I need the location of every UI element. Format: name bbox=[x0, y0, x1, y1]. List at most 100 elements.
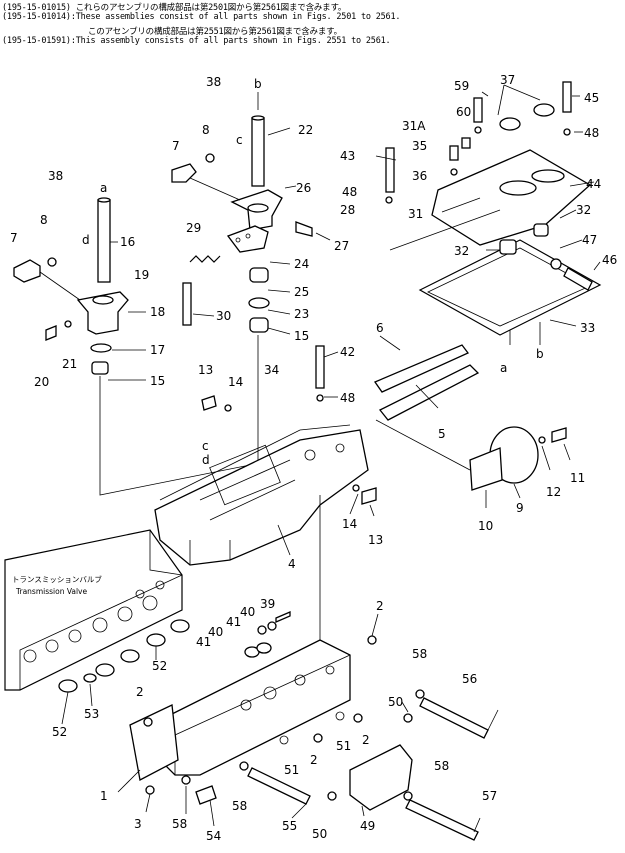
washer-48-mid bbox=[316, 394, 324, 402]
transmission-valve-outline bbox=[4, 529, 183, 691]
spools-5-6 bbox=[315, 344, 480, 421]
o-ring-52-b3 bbox=[146, 633, 166, 647]
callout-12: 12 bbox=[546, 485, 561, 499]
callout-16: 16 bbox=[120, 235, 135, 249]
bolt-57 bbox=[405, 799, 479, 841]
block-7-left bbox=[13, 259, 41, 283]
o-ring-52-b1 bbox=[95, 663, 115, 677]
callout-59: 59 bbox=[454, 79, 469, 93]
callout-58c: 58 bbox=[434, 759, 449, 773]
o-ring-14-right bbox=[352, 484, 360, 492]
callout-52a: 52 bbox=[152, 659, 167, 673]
washer-12 bbox=[538, 436, 546, 444]
callout-49: 49 bbox=[360, 819, 375, 833]
spool-16 bbox=[97, 199, 111, 283]
bolt-43 bbox=[385, 147, 395, 193]
washer-60 bbox=[474, 126, 482, 134]
bolt-28 bbox=[295, 221, 313, 237]
callout-20: 20 bbox=[34, 375, 49, 389]
spool-22 bbox=[251, 117, 265, 187]
bolt-13-right bbox=[361, 487, 377, 505]
callout-42: 42 bbox=[340, 345, 355, 359]
callout-14a: 14 bbox=[228, 375, 243, 389]
callout-50b: 50 bbox=[312, 827, 327, 841]
callout-18: 18 bbox=[150, 305, 165, 319]
ring-40-b bbox=[267, 621, 277, 631]
callout-58d: 58 bbox=[172, 817, 187, 831]
callout-b2: b bbox=[536, 347, 544, 361]
ring-51-a bbox=[279, 735, 289, 745]
block-7-center bbox=[171, 163, 197, 183]
callout-58a: 58 bbox=[412, 647, 427, 661]
callout-21: 21 bbox=[62, 357, 77, 371]
callout-51a: 51 bbox=[336, 739, 351, 753]
callout-46: 46 bbox=[602, 253, 617, 267]
callout-c1: c bbox=[236, 133, 243, 147]
o-ring-14-top bbox=[224, 404, 232, 412]
ring-40-a bbox=[257, 625, 267, 635]
washer-48-upper-right bbox=[563, 128, 571, 136]
sleeve-25 bbox=[249, 267, 269, 283]
callout-a2: a bbox=[500, 361, 507, 375]
gasket-33 bbox=[418, 239, 602, 336]
callout-38a: 38 bbox=[206, 75, 221, 89]
washer-48-upper-left bbox=[385, 196, 393, 204]
callout-14b: 14 bbox=[342, 517, 357, 531]
bracket-49 bbox=[349, 744, 413, 811]
callout-8b: 8 bbox=[40, 213, 48, 227]
callout-48a: 48 bbox=[584, 126, 599, 140]
cam-24 bbox=[226, 225, 269, 253]
bolt-20 bbox=[45, 325, 57, 341]
callout-26: 26 bbox=[296, 181, 311, 195]
washer-8-left bbox=[47, 257, 57, 267]
callout-28: 28 bbox=[340, 203, 355, 217]
bolt-56 bbox=[419, 697, 489, 739]
callout-31: 31 bbox=[408, 207, 423, 221]
callout-30: 30 bbox=[216, 309, 231, 323]
spool-assembly-left bbox=[13, 197, 276, 496]
header-line-2: (195-15-01014):These assemblies consist … bbox=[2, 12, 401, 22]
bolt-11 bbox=[551, 427, 567, 443]
washer-8-center bbox=[205, 153, 215, 163]
callout-22: 22 bbox=[298, 123, 313, 137]
plug-2-c bbox=[313, 733, 323, 743]
seal-15-left bbox=[91, 361, 109, 375]
plug-50-b bbox=[327, 791, 337, 801]
bolt-42 bbox=[315, 345, 325, 389]
transmission-label-jp: トランスミッションバルブ bbox=[12, 574, 102, 584]
plug-2-b bbox=[143, 717, 153, 727]
callout-13a: 13 bbox=[198, 363, 213, 377]
header-line-4: (195-15-01591):This assembly consists of… bbox=[2, 36, 391, 46]
pin-39 bbox=[275, 611, 291, 623]
callout-41a: 41 bbox=[226, 615, 241, 629]
transmission-label-en: Transmission Valve bbox=[15, 587, 88, 596]
o-ring-52-b4 bbox=[170, 619, 190, 633]
washer-47 bbox=[550, 258, 562, 270]
plate-1 bbox=[129, 704, 179, 781]
callout-8a: 8 bbox=[202, 123, 210, 137]
callout-50a: 50 bbox=[388, 695, 403, 709]
callout-7b: 7 bbox=[10, 231, 18, 245]
callout-37: 37 bbox=[500, 73, 515, 87]
valve-body-4 bbox=[154, 424, 369, 566]
callout-11: 11 bbox=[570, 471, 585, 485]
upper-right-assembly bbox=[385, 81, 602, 345]
bolt-54 bbox=[195, 785, 217, 805]
ring-51-b bbox=[335, 711, 345, 721]
callout-a1: a bbox=[100, 181, 107, 195]
callout-b1: b bbox=[254, 77, 262, 91]
callout-29: 29 bbox=[186, 221, 201, 235]
callout-39: 39 bbox=[260, 597, 275, 611]
callout-2b: 2 bbox=[136, 685, 144, 699]
plug-31A bbox=[461, 137, 471, 149]
spring-29 bbox=[189, 255, 221, 263]
callout-31A: 31A bbox=[402, 119, 426, 133]
o-ring-17 bbox=[90, 343, 112, 353]
callout-58b: 58 bbox=[232, 799, 247, 813]
plate-31 bbox=[431, 149, 592, 246]
o-ring-52-a bbox=[58, 679, 78, 693]
callout-9: 9 bbox=[516, 501, 524, 515]
callout-48c: 48 bbox=[340, 391, 355, 405]
